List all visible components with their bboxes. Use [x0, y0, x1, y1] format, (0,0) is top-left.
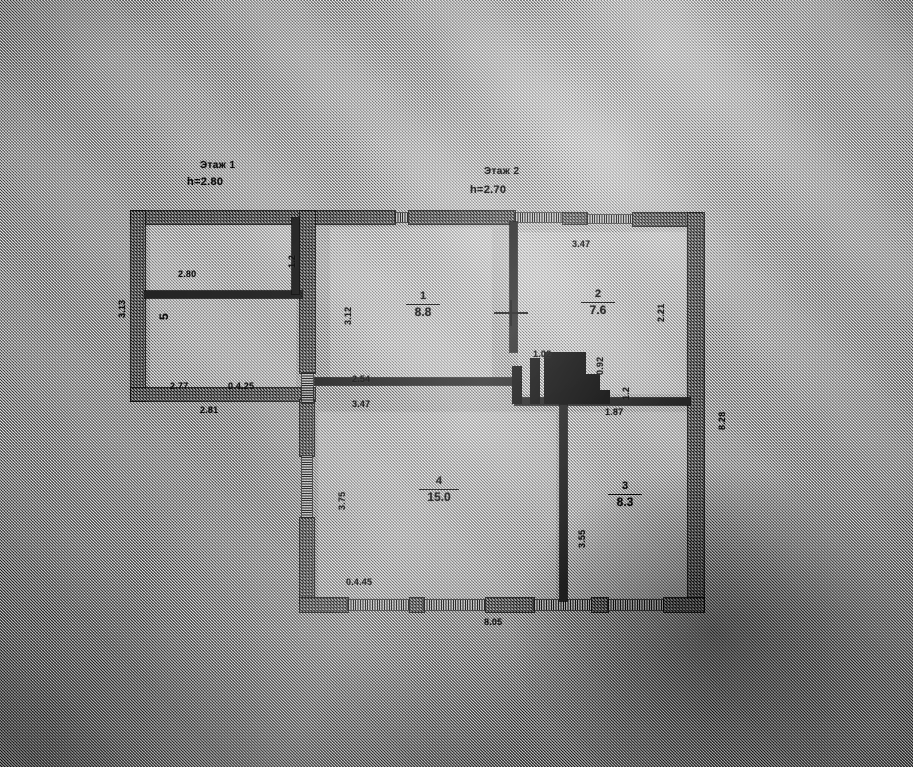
leader-tick-vertical [510, 300, 512, 326]
wall-top-right [633, 213, 701, 226]
room-2-rule [581, 301, 615, 304]
room-1-label: 1 8.8 [398, 290, 448, 320]
room-2-number: 2 [594, 288, 602, 300]
dim-top-left-room-width: 2.80 [178, 269, 197, 279]
dim-stair-vert-b: 1.2 [621, 386, 631, 400]
room-3-number: 3 [621, 480, 629, 492]
wall-bottom-b [410, 598, 424, 612]
header-left-line1: Этаж 1 [200, 160, 236, 171]
room-3-rule [608, 493, 642, 496]
header-left-line2: h=2.80 [187, 176, 224, 188]
room-4-rule [419, 488, 459, 491]
door-opening-left-lower [302, 456, 312, 518]
room-1-area: 8.8 [414, 305, 432, 320]
dim-center-vert-upper: 3.12 [343, 306, 353, 325]
wall-bottom-c [486, 598, 534, 612]
wall-bottom-e [664, 598, 704, 612]
window-opening-bottom-1 [348, 600, 410, 610]
dim-center-left-lower: 3.75 [337, 491, 347, 510]
dim-right-outer-vert: 8.28 [717, 411, 727, 430]
wall-bottom-d [592, 598, 608, 612]
wall-room1-room4-divider [315, 378, 515, 385]
wall-bottom-left-wing [131, 388, 315, 401]
room-4-number: 4 [435, 475, 443, 487]
dim-bottom-left-inner-b: 0.4.25 [228, 381, 255, 391]
room-4-label: 4 15.0 [410, 475, 468, 505]
wall-bottom-a [300, 598, 348, 612]
stair-step-2 [586, 390, 610, 404]
room-4-area: 15.0 [427, 490, 451, 505]
wall-left-outer-wing [131, 211, 145, 401]
dim-room1-bottom: 2.54 [352, 374, 371, 384]
window-opening-bottom-4 [608, 600, 664, 610]
dim-bottom-inner: 0.4.45 [346, 577, 373, 587]
dim-left-overall: 2.81 [200, 405, 219, 415]
dim-left-outer-height: 3.13 [117, 299, 127, 318]
dim-stair-vert-a: 0.92 [595, 356, 605, 375]
stair-step-block [544, 352, 586, 404]
wall-top-left-wing [131, 211, 315, 224]
window-opening-top-2 [515, 213, 563, 222]
room-1-number: 1 [419, 290, 427, 302]
stair-rail-mid [530, 358, 540, 404]
header-right-line1: Этаж 2 [484, 166, 520, 177]
room-2-area: 7.6 [589, 303, 607, 318]
room-interior-5-upper [150, 225, 296, 293]
wall-right-outer [688, 213, 704, 611]
wall-vertical-wing-divider [300, 211, 315, 373]
room-interior-4 [318, 412, 556, 598]
room-interior-3 [568, 412, 688, 598]
wall-top-main-c [563, 213, 587, 224]
room-1-rule [406, 303, 440, 306]
dim-room2-top: 3.47 [572, 239, 591, 249]
wall-left-lower-main [300, 400, 314, 456]
room-3-area: 8.3 [616, 495, 634, 510]
room-2-label: 2 7.6 [573, 288, 623, 318]
staircase [512, 352, 610, 404]
window-opening-bottom-3 [534, 600, 592, 610]
wall-top-main-b [409, 211, 515, 224]
stair-rail-left [512, 366, 522, 404]
dim-room2-right-vert: 2.21 [656, 303, 666, 322]
wall-wing-horizontal-divider [145, 291, 302, 298]
room-5-number: 5 [157, 313, 171, 320]
room-3-label: 3 8.3 [598, 480, 652, 510]
window-opening-bottom-2 [424, 600, 486, 610]
dim-wing-right-vert: 1.2 [287, 254, 297, 268]
wall-room4-room3-divider [560, 405, 567, 601]
header-right-line2: h=2.70 [470, 184, 507, 196]
wall-left-lower-main-b [300, 518, 314, 604]
room-interior-5-lower [150, 298, 296, 390]
wall-top-main-a [315, 211, 395, 224]
window-opening-top-3 [587, 215, 633, 223]
dim-room3-left-vert: 3.55 [577, 529, 587, 548]
wall-room1-room2-divider [510, 222, 517, 352]
wall-wing-inner-right [292, 218, 299, 294]
dim-bottom-left-inner: 2.77 [170, 381, 189, 391]
door-opening-wing [302, 373, 313, 403]
window-opening-top-1 [395, 213, 409, 222]
dim-right-below-stairs: 1.87 [605, 407, 624, 417]
dim-below-room1: 3.47 [352, 399, 371, 409]
dim-stair-label: 1.02 [533, 349, 552, 359]
dim-bottom-overall: 8.05 [484, 617, 503, 627]
